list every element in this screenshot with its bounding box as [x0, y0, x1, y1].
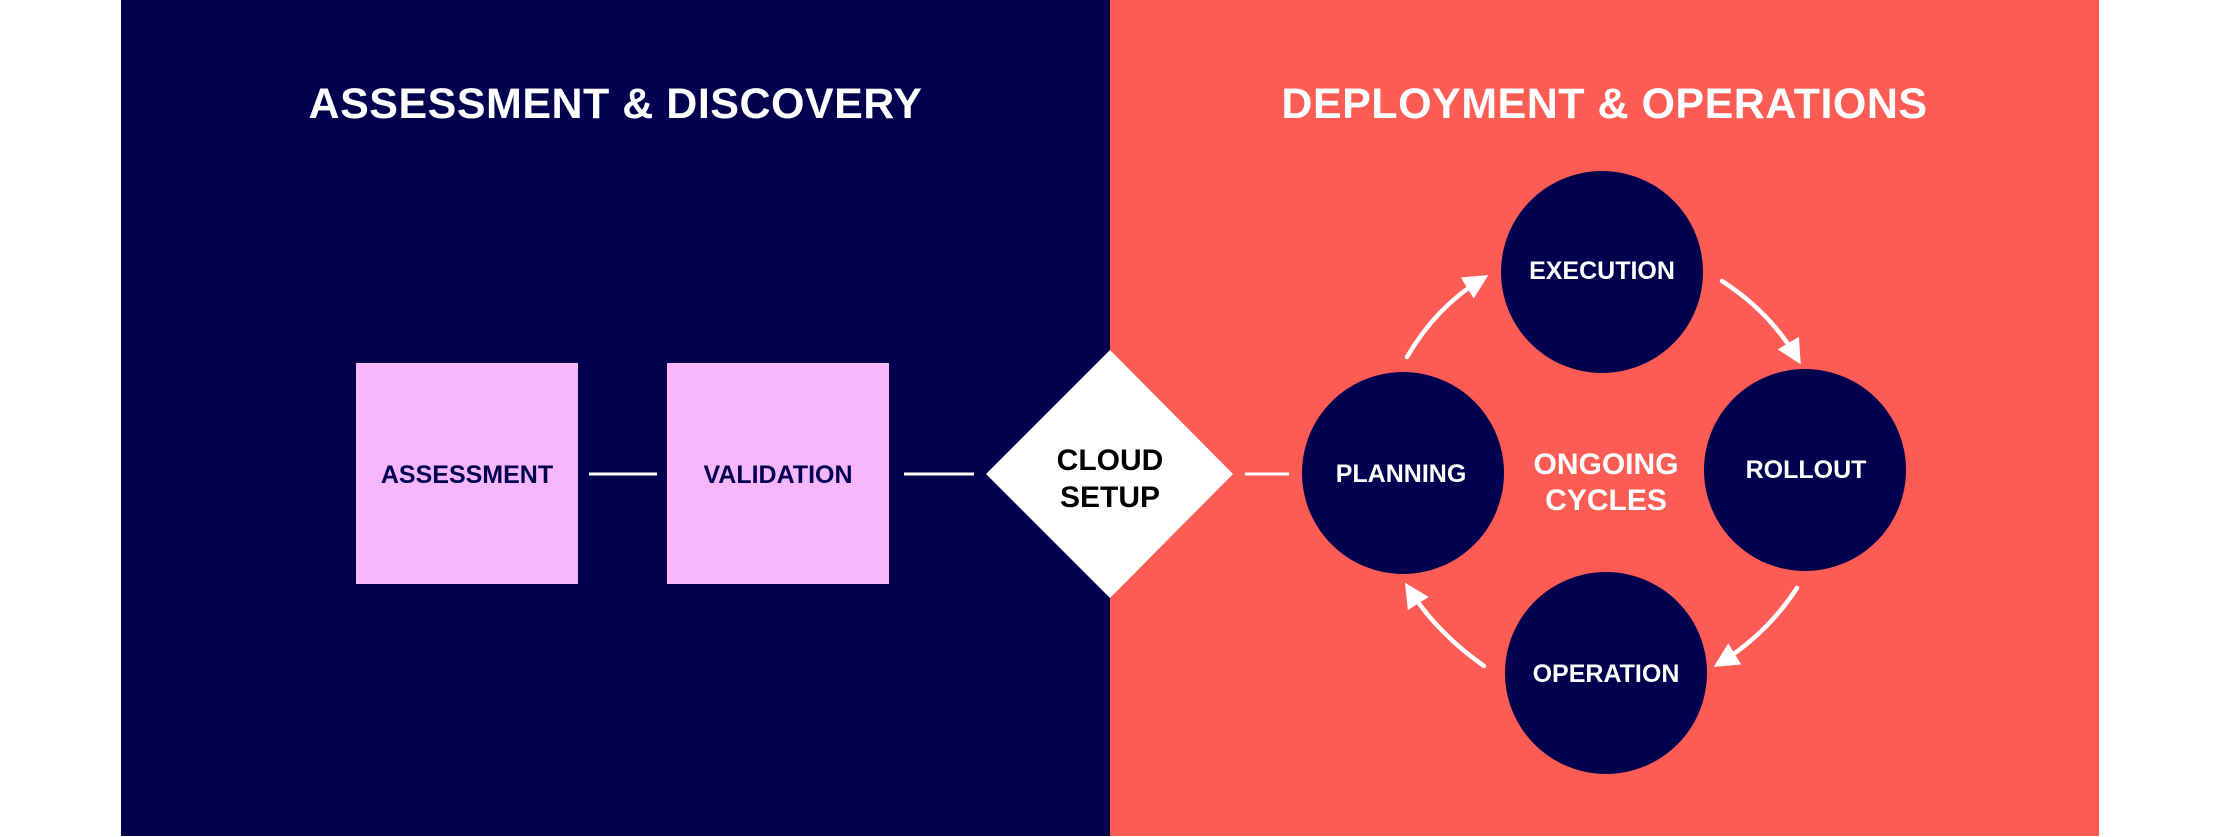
- validation-label: VALIDATION: [703, 461, 852, 489]
- step-assessment: ASSESSMENT: [356, 363, 578, 584]
- cycle-planning: PLANNING: [1302, 372, 1504, 574]
- arrow-operation-to-planning-icon: [1405, 582, 1487, 669]
- ongoing-cycles-label-line1: ONGOING: [1533, 448, 1678, 481]
- rollout-label: ROLLOUT: [1746, 456, 1867, 484]
- operation-label: OPERATION: [1533, 660, 1680, 688]
- deployment-operations-title: DEPLOYMENT & OPERATIONS: [1281, 80, 1928, 128]
- assessment-discovery-panel: ASSESSMENT & DISCOVERY: [121, 0, 1110, 836]
- cloud-setup-label-line2: SETUP: [1060, 481, 1160, 514]
- step-cloud-setup: CLOUD SETUP: [986, 350, 1233, 598]
- cycle-operation: OPERATION: [1505, 572, 1707, 774]
- validation-box: [667, 363, 889, 584]
- rollout-circle: [1704, 369, 1906, 571]
- assessment-box: [356, 363, 578, 584]
- cloud-setup-label-line1: CLOUD: [1057, 444, 1164, 477]
- assessment-label: ASSESSMENT: [381, 461, 553, 489]
- cycle-rollout: ROLLOUT: [1704, 369, 1906, 571]
- step-validation: VALIDATION: [667, 363, 889, 584]
- execution-circle: [1501, 171, 1703, 373]
- arrow-planning-to-execution-icon: [1404, 275, 1489, 360]
- cloud-setup-diamond: [986, 350, 1233, 598]
- arrow-execution-to-rollout-icon: [1719, 278, 1801, 365]
- operation-circle: [1505, 572, 1707, 774]
- execution-label: EXECUTION: [1529, 257, 1675, 285]
- planning-label: PLANNING: [1336, 460, 1467, 488]
- assessment-discovery-title: ASSESSMENT & DISCOVERY: [308, 80, 923, 128]
- cycle-execution: EXECUTION: [1501, 171, 1703, 373]
- planning-circle: [1302, 372, 1504, 574]
- ongoing-cycles-label-line2: CYCLES: [1545, 484, 1667, 517]
- arrow-rollout-to-operation-icon: [1713, 585, 1800, 667]
